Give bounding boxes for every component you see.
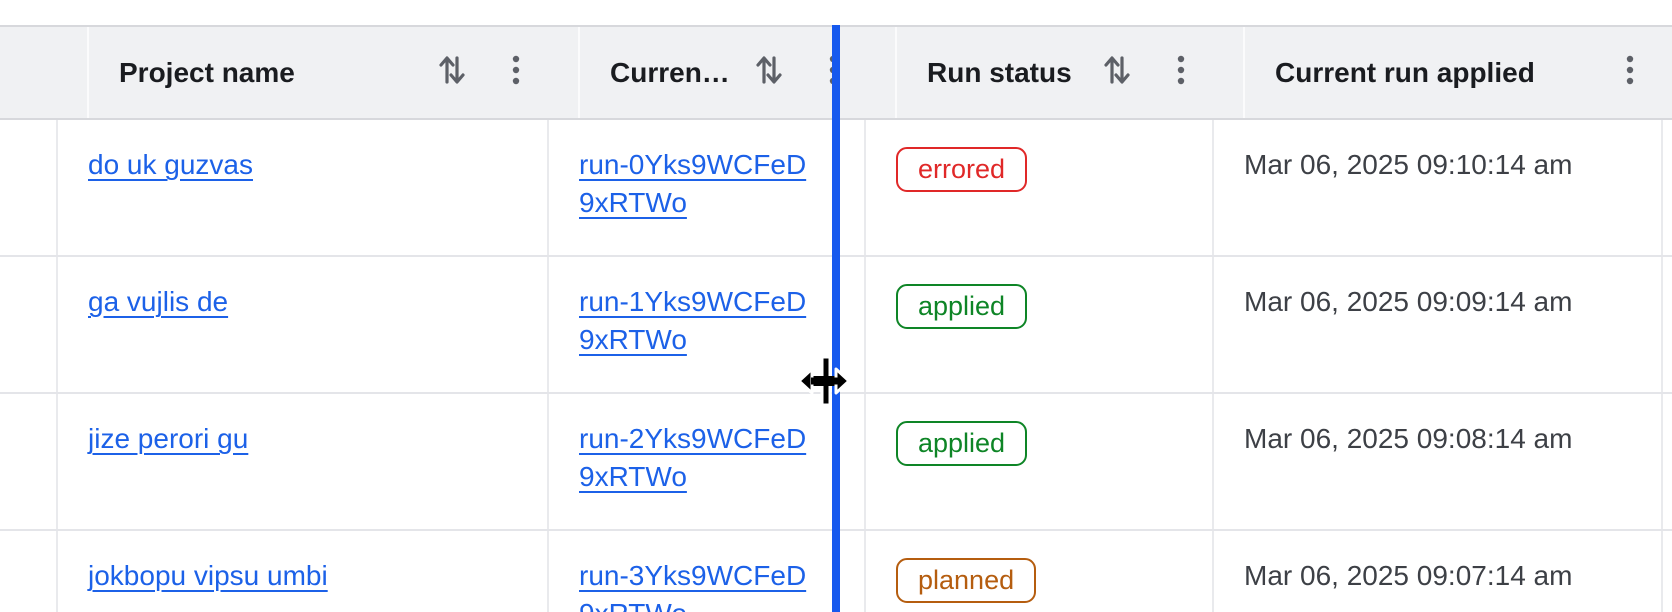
current-run-applied-cell: Mar 06, 2025 09:10:14 am <box>1212 120 1661 255</box>
project-link[interactable]: ga vujlis de <box>88 286 229 317</box>
header-cell-current-run-applied: Current run applied <box>1243 27 1672 118</box>
column-resize-indicator-line[interactable] <box>832 25 840 612</box>
current-run-cell: run-3Yks9WCFeD9xRTWo <box>547 531 864 612</box>
header-cell-edge-spacer <box>0 27 87 118</box>
project-name-cell: jize perori gu <box>56 394 547 529</box>
project-link[interactable]: jokbopu vipsu umbi <box>88 560 328 591</box>
current-run-applied-cell: Mar 06, 2025 09:08:14 am <box>1212 394 1661 529</box>
column-label-project-name: Project name <box>119 56 295 88</box>
run-link[interactable]: run-2Yks9WCFeD9xRTWo <box>579 423 807 492</box>
status-badge: errored <box>896 147 1028 192</box>
current-run-applied-cell: Mar 06, 2025 09:09:14 am <box>1212 257 1661 392</box>
edge-cell <box>0 394 56 529</box>
edge-cell <box>0 257 56 392</box>
edge-cell <box>0 531 56 612</box>
column-label-current-run-applied: Current run applied <box>1275 56 1535 88</box>
run-link[interactable]: run-0Yks9WCFeD9xRTWo <box>579 149 807 218</box>
run-status-cell: applied <box>864 257 1212 392</box>
column-resize-cursor-icon <box>797 355 851 411</box>
column-menu-button[interactable] <box>1625 55 1635 90</box>
overflow-cell: e <box>1661 257 1672 392</box>
column-label-run-status: Run status <box>927 56 1072 88</box>
sort-button[interactable] <box>756 52 782 93</box>
current-run-applied-cell: Mar 06, 2025 09:07:14 am <box>1212 531 1661 612</box>
header-cell-current-run: Curren… <box>578 27 895 118</box>
column-label-current-run: Curren… <box>610 56 730 88</box>
kebab-menu-icon <box>511 55 521 90</box>
status-badge: planned <box>896 558 1037 603</box>
column-menu-button[interactable] <box>1176 55 1186 90</box>
sort-arrows-icon <box>756 52 782 93</box>
project-link[interactable]: jize perori gu <box>88 423 249 454</box>
sort-arrows-icon <box>1104 52 1130 93</box>
run-status-cell: errored <box>864 120 1212 255</box>
current-run-cell: run-0Yks9WCFeD9xRTWo <box>547 120 864 255</box>
status-badge: applied <box>896 421 1028 466</box>
header-cell-run-status: Run status <box>895 27 1243 118</box>
edge-cell <box>0 120 56 255</box>
run-status-cell: planned <box>864 531 1212 612</box>
overflow-cell: e <box>1661 394 1672 529</box>
project-name-cell: do uk guzvas <box>56 120 547 255</box>
kebab-menu-icon <box>1176 55 1186 90</box>
run-link[interactable]: run-1Yks9WCFeD9xRTWo <box>579 286 807 355</box>
project-name-cell: ga vujlis de <box>56 257 547 392</box>
overflow-cell: e <box>1661 531 1672 612</box>
current-run-cell: run-1Yks9WCFeD9xRTWo <box>547 257 864 392</box>
header-cell-project-name: Project name <box>87 27 578 118</box>
run-status-cell: applied <box>864 394 1212 529</box>
current-run-cell: run-2Yks9WCFeD9xRTWo <box>547 394 864 529</box>
sort-button[interactable] <box>439 52 465 93</box>
project-name-cell: jokbopu vipsu umbi <box>56 531 547 612</box>
sort-arrows-icon <box>439 52 465 93</box>
column-menu-button[interactable] <box>511 55 521 90</box>
sort-button[interactable] <box>1104 52 1130 93</box>
kebab-menu-icon <box>1625 55 1635 90</box>
run-link[interactable]: run-3Yks9WCFeD9xRTWo <box>579 560 807 612</box>
status-badge: applied <box>896 284 1028 329</box>
overflow-cell: e <box>1661 120 1672 255</box>
project-link[interactable]: do uk guzvas <box>88 149 253 180</box>
